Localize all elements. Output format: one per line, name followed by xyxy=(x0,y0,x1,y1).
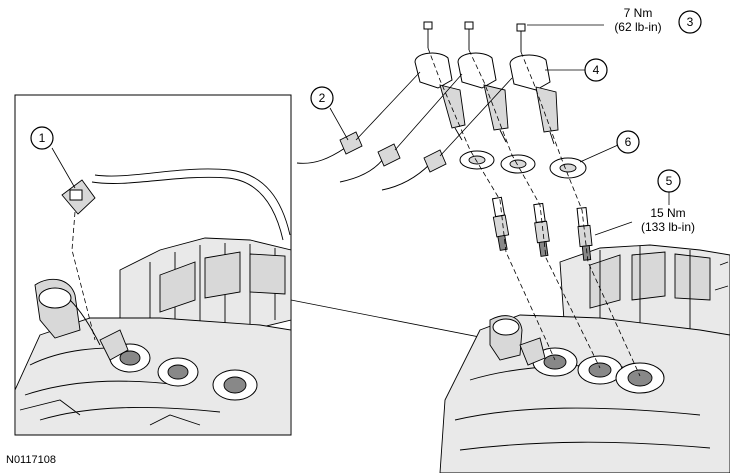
bolt-torque-spec: 7 Nm (62 lb-in) xyxy=(614,6,661,34)
bolt-torque-lbin: (62 lb-in) xyxy=(614,20,661,34)
callout-5-label: 5 xyxy=(666,174,673,188)
callout-2-label: 2 xyxy=(319,91,326,105)
main-engine-illustration xyxy=(439,244,730,473)
detail-inset: 1 xyxy=(14,94,292,436)
callout-4-label: 4 xyxy=(593,63,600,77)
callout-2: 2 xyxy=(310,86,349,141)
figure-id: N0117108 xyxy=(6,454,56,466)
spark-plug-torque-lbin: (133 lb-in) xyxy=(641,220,695,234)
coil-seals xyxy=(459,150,587,179)
exploded-parts xyxy=(296,21,641,377)
assembly-centerlines xyxy=(427,47,641,377)
callout-6-label: 6 xyxy=(625,135,632,149)
coil-harness-connectors xyxy=(296,71,513,191)
callout-1: 1 xyxy=(30,126,76,189)
callout-4: 4 xyxy=(545,58,608,82)
callout-3-label: 3 xyxy=(687,15,694,29)
callout-6: 6 xyxy=(579,130,640,163)
spark-plug-torque-spec: 15 Nm (133 lb-in) xyxy=(641,206,695,234)
callout-3: 3 xyxy=(527,10,702,34)
callout-5: 5 xyxy=(594,169,681,236)
bolt-torque-nm: 7 Nm xyxy=(624,6,653,20)
ignition-coils xyxy=(414,52,559,145)
spark-plug-torque-nm: 15 Nm xyxy=(650,206,685,220)
coil-bolts xyxy=(423,21,526,52)
callout-1-label: 1 xyxy=(39,131,46,145)
spark-plugs xyxy=(491,196,593,261)
inset-engine-illustration xyxy=(14,168,292,436)
